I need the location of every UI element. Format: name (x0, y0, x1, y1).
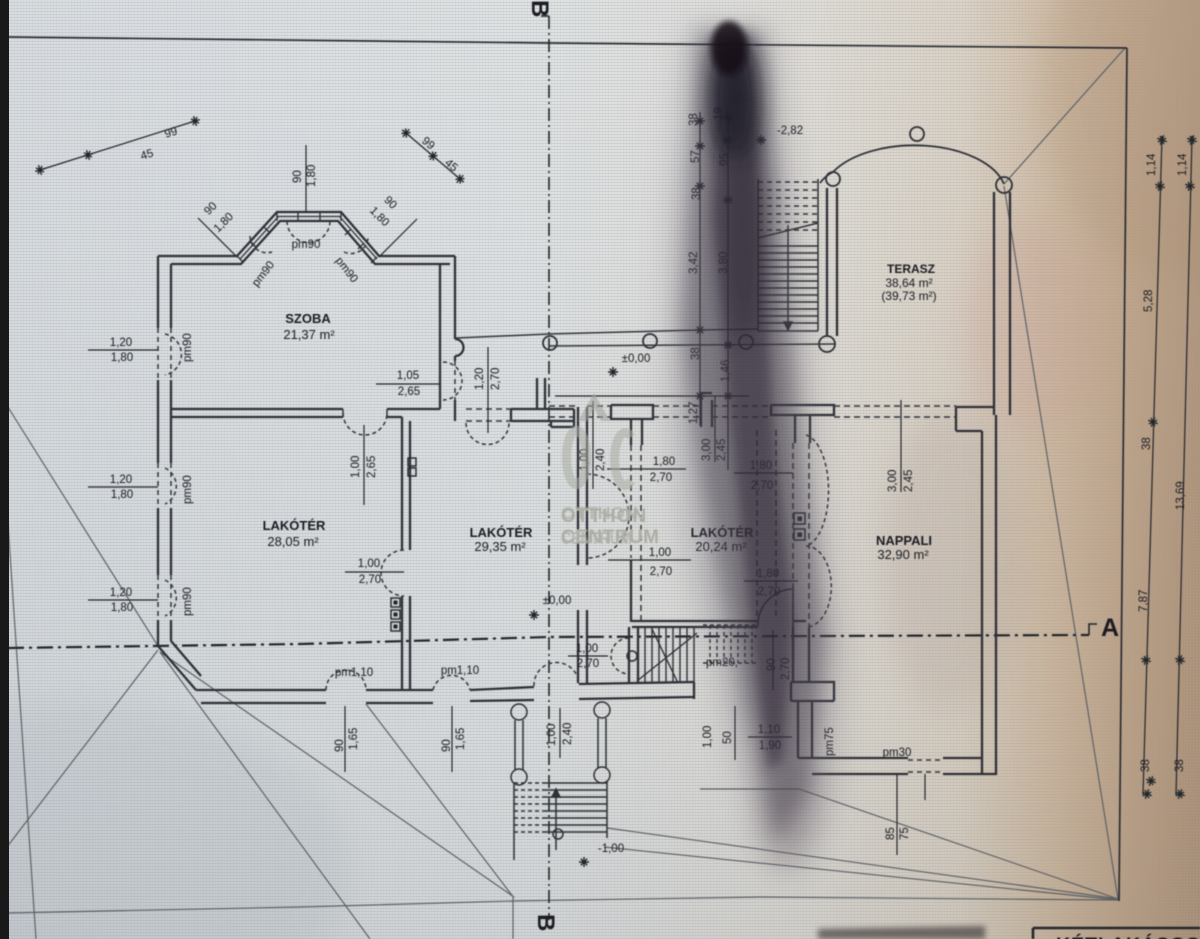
svg-text:1,05: 1,05 (397, 370, 419, 382)
svg-text:CENTRUM: CENTRUM (561, 527, 660, 548)
svg-text:75: 75 (899, 827, 911, 840)
svg-text:99: 99 (163, 126, 179, 141)
svg-text:1,20: 1,20 (474, 368, 486, 390)
svg-text:1,00: 1,00 (702, 726, 714, 748)
svg-text:1,20: 1,20 (110, 474, 132, 486)
svg-text:38: 38 (1174, 759, 1186, 772)
svg-text:38: 38 (1141, 437, 1153, 450)
svg-text:50: 50 (722, 731, 734, 744)
svg-text:1,65: 1,65 (348, 728, 360, 750)
svg-text:A: A (1101, 614, 1119, 642)
svg-text:21,37 m²: 21,37 m² (283, 327, 335, 342)
svg-text:1,00: 1,00 (358, 558, 380, 570)
svg-text:B: B (526, 0, 553, 17)
svg-text:CENTRUM: CENTRUM (561, 528, 632, 548)
svg-text:KÉTLAKÁSOS CSA: KÉTLAKÁSOS CSA (1056, 933, 1200, 939)
svg-text:OTTHON: OTTHON (561, 503, 638, 523)
svg-text:2,70: 2,70 (359, 574, 381, 586)
svg-text:1,20: 1,20 (110, 337, 132, 349)
svg-text:-1,00: -1,00 (598, 843, 624, 855)
svg-text:85: 85 (885, 827, 897, 840)
svg-text:1,00: 1,00 (649, 547, 671, 559)
svg-text:pm1,10: pm1,10 (441, 665, 479, 677)
svg-text:LAKÓTÉR: LAKÓTÉR (263, 518, 326, 533)
svg-text:2,70: 2,70 (490, 368, 502, 390)
svg-text:2,65: 2,65 (366, 456, 378, 478)
svg-text:B: B (532, 914, 559, 931)
svg-text:5,28: 5,28 (1143, 290, 1155, 312)
svg-text:38: 38 (1140, 759, 1152, 772)
svg-text:1,65: 1,65 (455, 728, 467, 750)
svg-text:2,40: 2,40 (595, 449, 607, 471)
svg-text:2,65: 2,65 (398, 386, 420, 398)
svg-text:90: 90 (292, 170, 304, 183)
svg-text:32,90 m²: 32,90 m² (877, 547, 929, 562)
svg-text:2,70: 2,70 (650, 566, 672, 578)
svg-text:LAKÓTÉR: LAKÓTÉR (470, 525, 533, 540)
svg-text:±0,00: ±0,00 (622, 353, 651, 365)
svg-text:2,40: 2,40 (562, 723, 574, 745)
svg-text:±0,00: ±0,00 (543, 595, 572, 607)
svg-text:1,80: 1,80 (111, 602, 133, 614)
svg-text:1,00: 1,00 (546, 724, 558, 746)
svg-text:38,64 m²: 38,64 m² (885, 276, 932, 290)
svg-text:1,14: 1,14 (1146, 153, 1158, 176)
svg-text:pm90: pm90 (292, 239, 321, 251)
svg-text:1,14: 1,14 (1177, 153, 1189, 176)
svg-text:1,80: 1,80 (306, 165, 318, 187)
svg-text:28,05 m²: 28,05 m² (267, 534, 319, 549)
svg-text:2,70: 2,70 (577, 658, 599, 670)
svg-text:pm30: pm30 (883, 747, 912, 759)
svg-text:90: 90 (334, 739, 346, 752)
svg-text:pm90: pm90 (182, 475, 194, 504)
svg-text:SZOBA: SZOBA (285, 311, 331, 326)
svg-text:1,80: 1,80 (111, 352, 133, 364)
svg-text:7,87: 7,87 (1138, 590, 1150, 612)
svg-text:1,20: 1,20 (110, 587, 132, 599)
svg-text:13,69: 13,69 (1175, 481, 1187, 510)
svg-text:TERASZ: TERASZ (887, 262, 935, 276)
svg-text:3,00: 3,00 (887, 470, 899, 492)
svg-text:1,00: 1,00 (576, 643, 598, 655)
svg-text:OTTHON: OTTHON (561, 506, 647, 527)
svg-text:pm90: pm90 (182, 587, 194, 616)
svg-text:(39,73 m²): (39,73 m²) (881, 289, 936, 303)
svg-text:1,80: 1,80 (653, 456, 675, 468)
svg-text:2,70: 2,70 (650, 472, 672, 484)
svg-text:29,35 m²: 29,35 m² (474, 539, 526, 554)
svg-text:pm90: pm90 (182, 333, 194, 362)
svg-text:90: 90 (441, 739, 453, 752)
svg-text:1,80: 1,80 (111, 489, 133, 501)
svg-text:45: 45 (139, 148, 155, 163)
svg-text:1,00: 1,00 (350, 456, 362, 478)
svg-text:pm1,10: pm1,10 (335, 667, 373, 679)
svg-text:2,45: 2,45 (903, 470, 915, 492)
svg-text:NAPPALI: NAPPALI (876, 533, 932, 548)
